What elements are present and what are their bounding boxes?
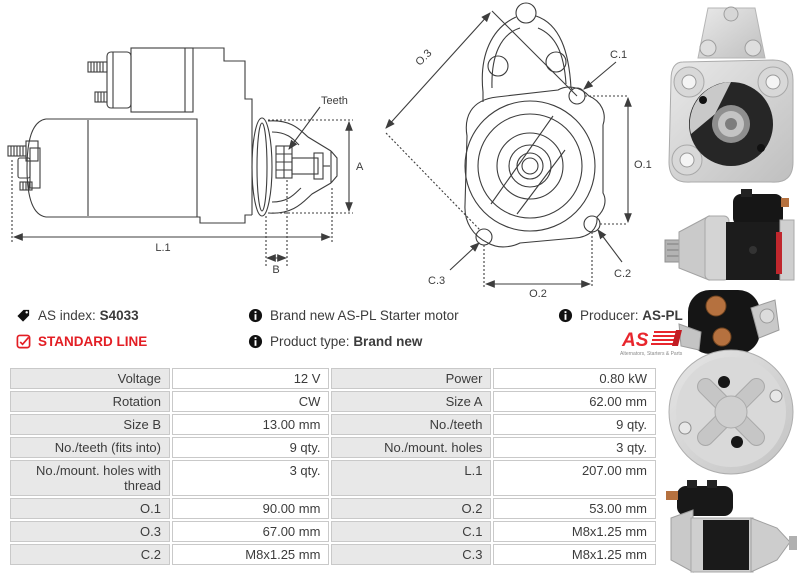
label-o3: O.3 [413, 47, 434, 68]
label-c2: C.2 [614, 268, 631, 280]
spec-label-cell: Size B [10, 414, 170, 435]
info-icon [248, 334, 263, 349]
product-photo-rear[interactable] [663, 288, 800, 476]
spec-value-cell: 9 qty. [493, 414, 656, 435]
spec-value-cell: 0.80 kW [493, 368, 656, 389]
label-teeth: Teeth [321, 95, 348, 107]
spec-label-cell: Size A [331, 391, 492, 412]
spec-value-cell: 53.00 mm [493, 498, 656, 519]
table-row: O.3 67.00 mm C.1 M8x1.25 mm [10, 521, 656, 542]
table-row: Voltage 12 V Power 0.80 kW [10, 368, 656, 389]
label-o1: O.1 [634, 159, 652, 171]
brand-new-text: Brand new AS-PL Starter motor [270, 308, 459, 323]
as-index-item: AS index: S4033 [16, 308, 139, 323]
table-row: Rotation CW Size A 62.00 mm [10, 391, 656, 412]
side-view-drawing: Teeth A L.1 B [7, 47, 364, 276]
spec-label-cell: O.3 [10, 521, 170, 542]
logo-tagline: Alternators, Starters & Parts [620, 351, 683, 357]
as-index-value: S4033 [99, 308, 139, 323]
spec-label-cell: O.1 [10, 498, 170, 519]
producer-label: Producer: [580, 308, 639, 323]
table-row: Size B 13.00 mm No./teeth 9 qty. [10, 414, 656, 435]
product-type-item: Product type: Brand new [248, 334, 422, 349]
spec-value-cell: 67.00 mm [172, 521, 330, 542]
as-index-label: AS index: [38, 308, 96, 323]
info-icon [558, 308, 573, 323]
starter-side-outline [7, 47, 353, 266]
spec-value-cell: 62.00 mm [493, 391, 656, 412]
logo-text: AS [621, 330, 649, 351]
spec-value-cell: M8x1.25 mm [172, 544, 330, 565]
table-row: No./mount. holes with thread 3 qty. L.1 … [10, 460, 656, 496]
spec-value-cell: 207.00 mm [493, 460, 656, 496]
product-photo-front[interactable] [663, 2, 800, 188]
starter-front-outline [385, 2, 632, 288]
label-c1: C.1 [610, 49, 627, 61]
producer-value: AS-PL [642, 308, 683, 323]
table-row: O.1 90.00 mm O.2 53.00 mm [10, 498, 656, 519]
spec-value-cell: M8x1.25 mm [493, 544, 656, 565]
label-b: B [272, 264, 279, 276]
product-photos [663, 0, 800, 575]
table-row: C.2 M8x1.25 mm C.3 M8x1.25 mm [10, 544, 656, 565]
label-c3: C.3 [428, 275, 445, 287]
spec-label-cell: No./mount. holes with thread [10, 460, 170, 496]
product-type-value: Brand new [353, 334, 423, 349]
spec-label-cell: No./teeth (fits into) [10, 437, 170, 458]
spec-label-cell: Rotation [10, 391, 170, 412]
producer-item: Producer: AS-PL [558, 308, 683, 323]
product-photo-side-2[interactable] [663, 480, 800, 575]
spec-label-cell: Voltage [10, 368, 170, 389]
standard-line-label: STANDARD LINE [38, 334, 148, 349]
as-pl-logo-mark: AS [621, 330, 682, 351]
spec-value-cell: 3 qty. [493, 437, 656, 458]
spec-label-cell: C.1 [331, 521, 492, 542]
product-type-label: Product type: [270, 334, 350, 349]
as-pl-logo: AS Alternators, Starters & Parts [614, 329, 690, 364]
label-a: A [356, 161, 364, 173]
brand-new-item: Brand new AS-PL Starter motor [248, 308, 459, 323]
spec-label-cell: No./teeth [331, 414, 492, 435]
spec-value-cell: CW [172, 391, 330, 412]
spec-table: Voltage 12 V Power 0.80 kW Rotation CW S… [8, 366, 658, 567]
front-view-drawing: O.3 C.1 O.1 C.2 C.3 O.2 [385, 2, 652, 300]
label-o2: O.2 [529, 288, 547, 300]
spec-value-cell: M8x1.25 mm [493, 521, 656, 542]
spec-value-cell: 12 V [172, 368, 330, 389]
label-l1: L.1 [155, 242, 170, 254]
spec-value-cell: 9 qty. [172, 437, 330, 458]
spec-label-cell: L.1 [331, 460, 492, 496]
spec-value-cell: 3 qty. [172, 460, 330, 496]
spec-label-cell: No./mount. holes [331, 437, 492, 458]
spec-value-cell: 13.00 mm [172, 414, 330, 435]
spec-label-cell: C.2 [10, 544, 170, 565]
tag-icon [17, 309, 30, 322]
table-row: No./teeth (fits into) 9 qty. No./mount. … [10, 437, 656, 458]
spec-label-cell: O.2 [331, 498, 492, 519]
standard-line-item: STANDARD LINE [16, 334, 147, 349]
spec-value-cell: 90.00 mm [172, 498, 330, 519]
checkbox-icon [16, 334, 31, 349]
spec-label-cell: Power [331, 368, 492, 389]
product-photo-side[interactable] [663, 188, 800, 286]
info-icon [248, 308, 263, 323]
spec-label-cell: C.3 [331, 544, 492, 565]
